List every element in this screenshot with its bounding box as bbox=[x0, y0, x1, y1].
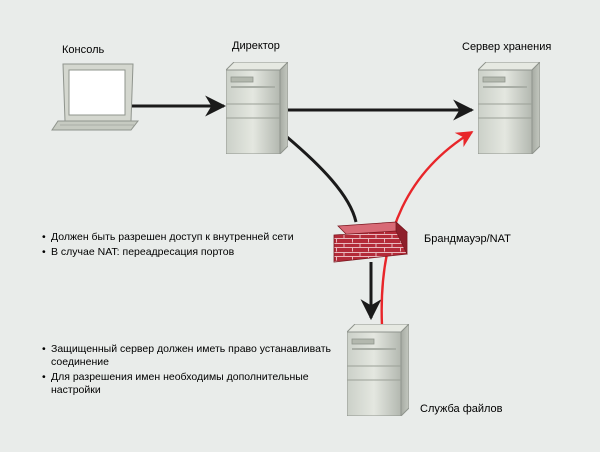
director-label: Директор bbox=[232, 40, 280, 52]
firewall-brick-wall-icon bbox=[333, 221, 408, 263]
note-item: Для разрешения имен необходимы дополните… bbox=[42, 371, 352, 397]
file-service-label: Служба файлов bbox=[420, 403, 503, 415]
server-tower-icon bbox=[226, 62, 288, 154]
connections bbox=[132, 95, 475, 327]
connection-fileservice-storage-highlight bbox=[380, 130, 474, 327]
console-label: Консоль bbox=[62, 44, 105, 56]
note-item: Защищенный сервер должен иметь право уст… bbox=[42, 343, 352, 369]
file-service-notes: Защищенный сервер должен иметь право уст… bbox=[42, 343, 352, 397]
server-tower-icon bbox=[347, 324, 409, 416]
firewall-notes: Должен быть разрешен доступ к внутренней… bbox=[42, 231, 342, 259]
storage-server-label: Сервер хранения bbox=[462, 41, 551, 53]
laptop-icon bbox=[51, 63, 140, 131]
firewall-label: Брандмауэр/NAT bbox=[424, 233, 511, 245]
connection-director-firewall bbox=[286, 135, 358, 223]
server-tower-icon bbox=[478, 62, 540, 154]
note-item: Должен быть разрешен доступ к внутренней… bbox=[42, 231, 342, 244]
note-item: В случае NAT: переадресация портов bbox=[42, 246, 342, 259]
